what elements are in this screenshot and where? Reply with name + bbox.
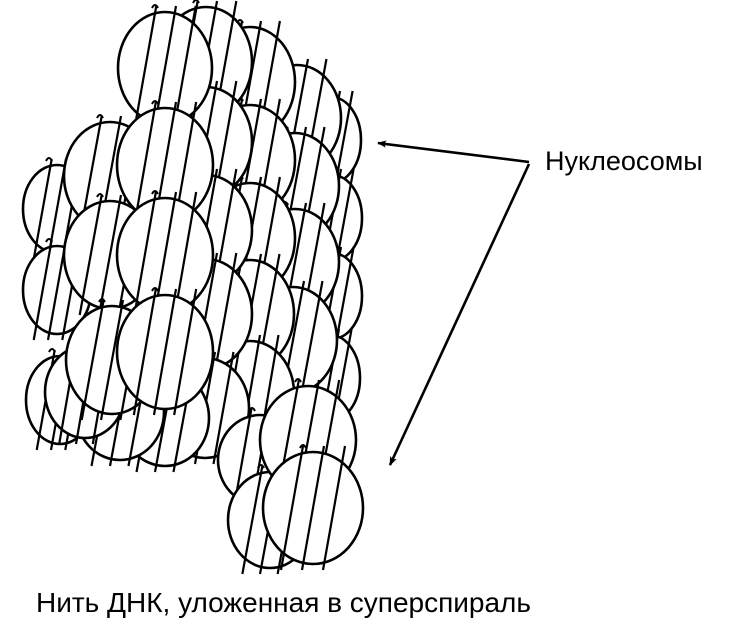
diagram-caption: Нить ДНК, уложенная в суперспираль — [36, 587, 531, 618]
arrow-lower — [388, 163, 531, 466]
arrow-upper — [377, 140, 530, 164]
nucleosome — [115, 287, 215, 416]
chromatin-fiber — [21, 0, 365, 575]
nucleosomes-label: Нуклеосомы — [545, 146, 703, 176]
nucleosome-pointer-arrows — [377, 140, 531, 466]
nucleosome — [261, 444, 365, 571]
